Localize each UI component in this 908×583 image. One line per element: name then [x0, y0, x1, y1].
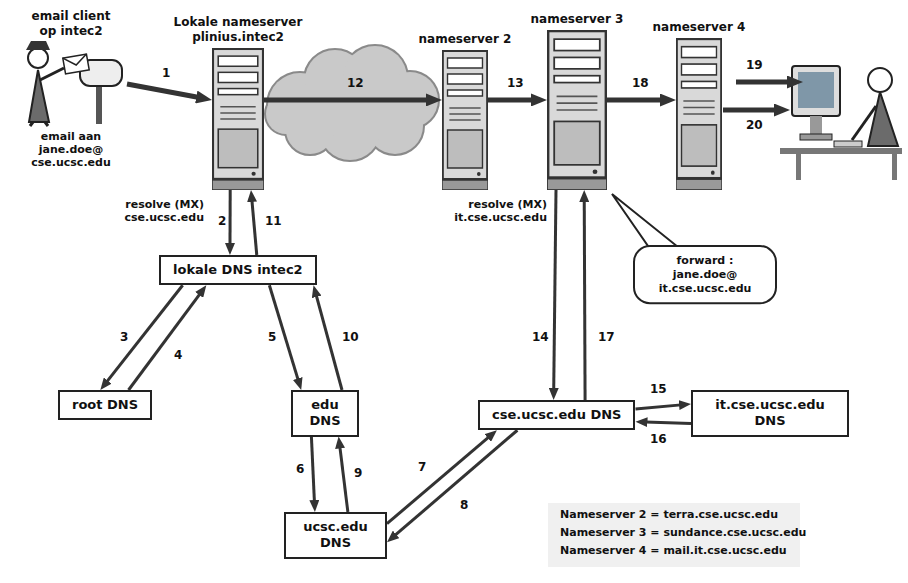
step-number: 12 — [345, 76, 366, 90]
flow-arrow — [488, 97, 534, 102]
flow-arrow — [340, 446, 348, 512]
box-label: ucsc.edu DNS — [298, 519, 373, 552]
node-caption: Lokale nameserver plinius.intec2 — [163, 15, 313, 44]
flow-arrow — [395, 430, 518, 535]
step-number: 18 — [630, 76, 651, 90]
flow-arrow — [252, 200, 257, 255]
dns-box: ucsc.edu DNS — [284, 512, 387, 559]
callout-text: forward : jane.doe@ it.cse.ucsc.edu — [649, 254, 761, 295]
server-alias: Nameserver 4 = mail.it.cse.ucsc.edu — [560, 544, 787, 557]
keyboard — [834, 141, 862, 147]
step-number: 10 — [340, 330, 361, 344]
person-head — [868, 68, 892, 92]
server-icon — [212, 49, 264, 190]
box-label: lokale DNS intec2 — [173, 262, 303, 278]
step-number: 11 — [263, 214, 284, 228]
arrow — [736, 80, 790, 85]
user-at-computer — [723, 66, 902, 180]
flow-arrow — [228, 190, 231, 245]
flow-arrow — [607, 98, 663, 103]
dns-box: it.cse.ucsc.edu DNS — [691, 390, 849, 437]
flow-arrow — [264, 97, 429, 102]
server-alias: Nameserver 3 = sundance.cse.ucsc.edu — [560, 526, 806, 539]
step-number: 13 — [505, 76, 526, 90]
connectors — [107, 84, 691, 536]
step-number: 14 — [530, 330, 551, 344]
flow-arrow — [127, 84, 199, 98]
step-number: 7 — [416, 460, 428, 474]
desk — [780, 148, 902, 154]
dns-box: cse.ucsc.edu DNS — [478, 400, 635, 430]
box-label: root DNS — [72, 397, 138, 413]
arrow — [723, 108, 777, 113]
step-number: 17 — [596, 330, 617, 344]
network-cloud — [266, 46, 438, 160]
nameserver-icon: Lokale nameserver plinius.intec2 — [212, 48, 264, 190]
monitor-base — [800, 134, 832, 140]
node-caption: email client op intec2 — [24, 9, 119, 38]
person-hat — [26, 41, 50, 50]
node-caption: email aan jane.doe@ cse.ucsc.edu — [21, 130, 121, 170]
dns-box: root DNS — [58, 390, 152, 420]
query-note: resolve (MX) it.cse.ucsc.edu — [447, 198, 547, 224]
step-number: 9 — [352, 466, 364, 480]
letter-body — [63, 54, 89, 74]
letter — [63, 54, 89, 74]
step-number: 20 — [744, 118, 765, 132]
letter-flap — [63, 54, 88, 67]
box-label: it.cse.ucsc.edu DNS — [705, 397, 835, 430]
node-caption: nameserver 4 — [653, 20, 746, 34]
person-feet — [30, 122, 48, 126]
server-alias: Nameserver 2 = terra.cse.ucsc.edu — [560, 508, 778, 521]
flow-arrow — [311, 437, 314, 503]
forward-callout: forward : jane.doe@ it.cse.ucsc.edu — [633, 245, 777, 304]
nameserver-icon: nameserver 3 — [547, 30, 607, 190]
nameserver-icon: nameserver 4 — [676, 38, 722, 190]
node-caption: nameserver 2 — [419, 32, 512, 46]
step-number: 15 — [648, 382, 669, 396]
flow-arrow — [635, 405, 681, 409]
nameserver-icon: nameserver 2 — [442, 50, 488, 190]
dns-box: edu DNS — [291, 390, 359, 437]
step-number: 5 — [266, 330, 278, 344]
person-arm — [40, 68, 64, 80]
desk-leg — [892, 154, 897, 180]
email-client: email client op intec2email aan jane.doe… — [15, 42, 127, 126]
flow-arrow — [583, 200, 587, 400]
email-client-figure — [26, 41, 122, 126]
desk-leg — [796, 154, 801, 180]
monitor — [792, 66, 840, 116]
query-note: resolve (MX) cse.ucsc.edu — [112, 198, 204, 224]
step-number: 6 — [294, 462, 306, 476]
flow-arrow — [554, 190, 556, 390]
step-number: 19 — [744, 58, 765, 72]
flow-arrow — [316, 295, 342, 390]
step-number: 8 — [458, 498, 470, 512]
flow-arrow — [387, 437, 489, 524]
person-body — [868, 92, 898, 146]
cloud-part — [290, 85, 410, 135]
server-icon — [547, 31, 607, 190]
step-number: 16 — [648, 432, 669, 446]
server-icon — [676, 39, 722, 190]
mailbox-post — [96, 84, 102, 124]
step-number: 4 — [172, 348, 184, 362]
person-head — [28, 48, 48, 68]
dns-box: lokale DNS intec2 — [159, 255, 317, 285]
callout-bubble — [634, 246, 776, 303]
box-label: cse.ucsc.edu DNS — [492, 407, 621, 423]
step-number: 1 — [160, 66, 172, 80]
step-number: 2 — [216, 214, 228, 228]
step-number: 3 — [118, 330, 130, 344]
person-arm — [852, 106, 876, 140]
flow-arrow — [645, 422, 691, 423]
node-caption: nameserver 3 — [531, 12, 624, 26]
server-icon — [442, 51, 488, 190]
flow-arrow — [129, 293, 201, 390]
monitor-neck — [810, 116, 822, 134]
monitor-screen — [798, 72, 834, 108]
box-label: edu DNS — [305, 397, 345, 430]
